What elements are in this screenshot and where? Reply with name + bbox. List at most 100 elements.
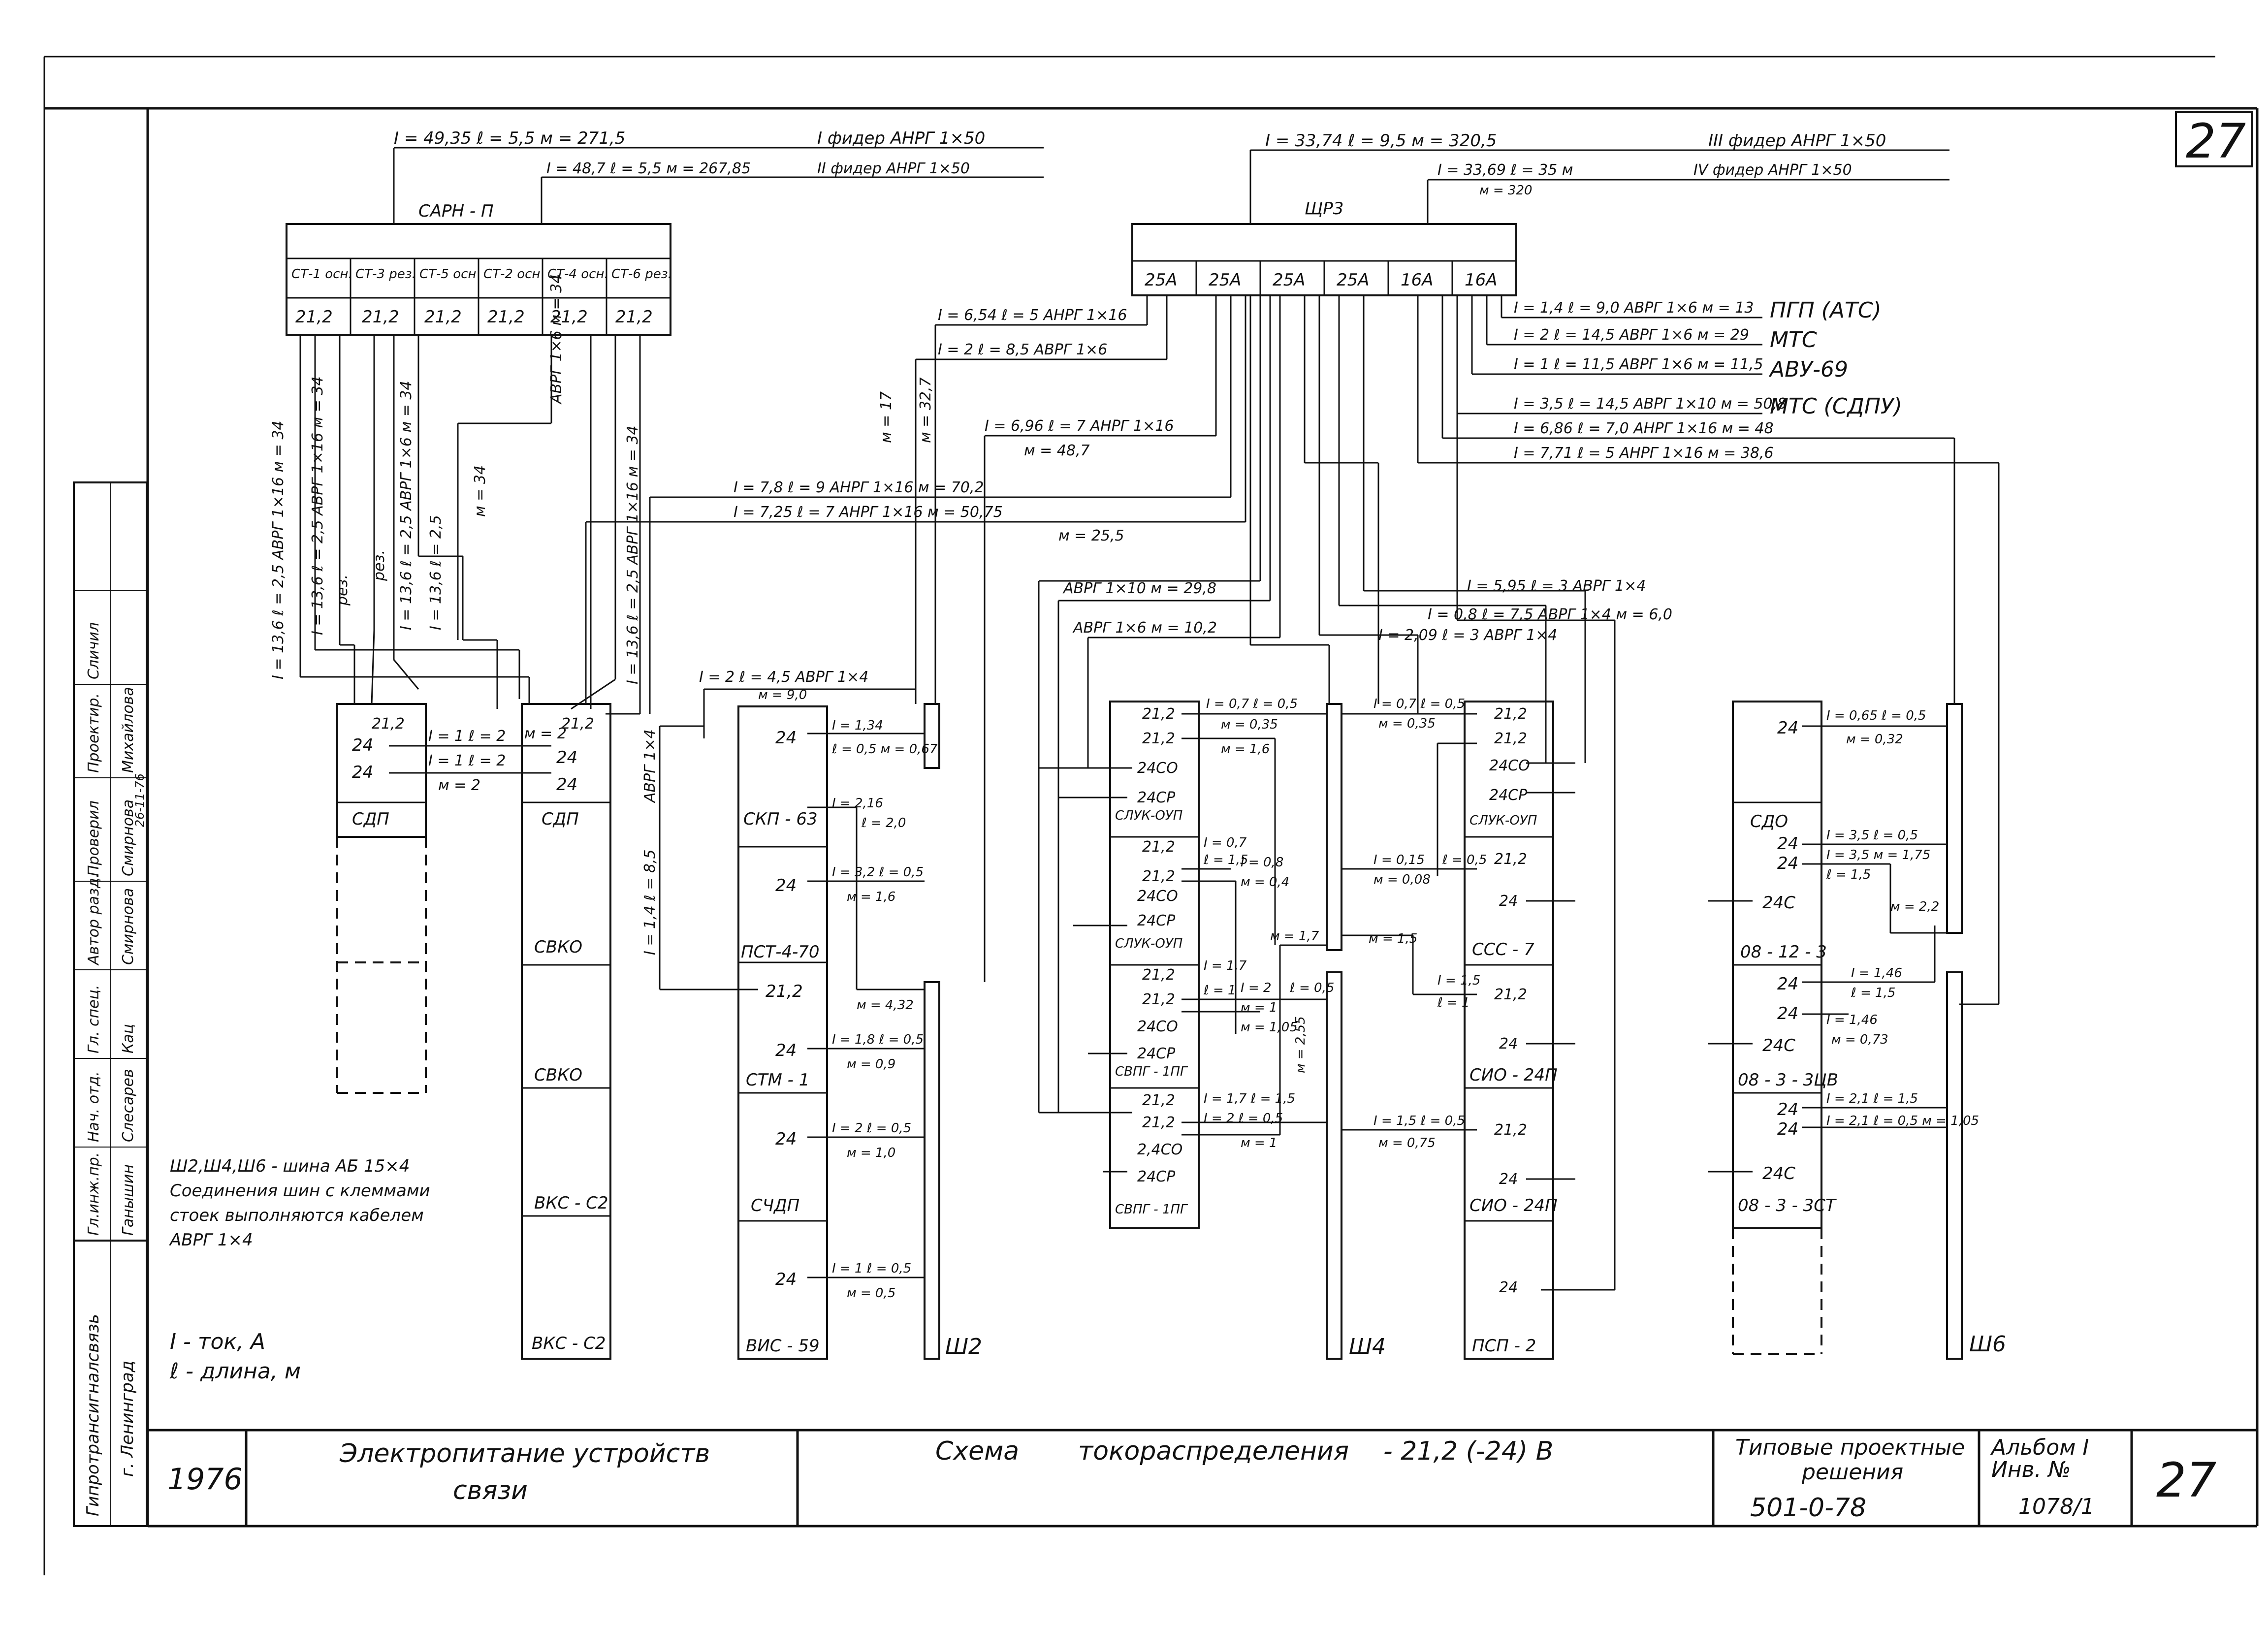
- carn-value-2: 21,2: [362, 307, 399, 327]
- c4-pin-3: 24СО: [1137, 760, 1178, 777]
- c5-label-2: м = 0,35: [1378, 716, 1436, 731]
- year: 1976: [167, 1462, 243, 1497]
- vks-c2-2: ВКС - С2: [532, 1334, 606, 1353]
- inventory-label: Инв. №: [1991, 1457, 2071, 1482]
- c6-label-12: I = 2,1 ℓ = 0,5 м = 1,05: [1826, 1114, 1979, 1128]
- role-checked: Проверил: [85, 800, 102, 876]
- bus-sh2-label: Ш2: [945, 1334, 982, 1359]
- feeder-2-name: II фидер АНРГ 1×50: [817, 160, 970, 177]
- c4-section-3: СВПГ - 1ПГ: [1115, 1064, 1188, 1079]
- legend-current: I - ток, А: [170, 1329, 265, 1354]
- role-author: Автор разд.: [85, 873, 102, 966]
- load-3-params: I = 1 ℓ = 11,5 АВРГ 1×6 м = 11,5: [1514, 356, 1763, 373]
- rack-sdp-2: [521, 703, 611, 1360]
- title-main: токораспределения: [1078, 1436, 1349, 1466]
- svko-2: СВКО: [534, 1065, 582, 1085]
- carn-cell-1: СТ-1 осн.: [291, 267, 352, 282]
- c5-label-1: I = 0,7 ℓ = 0,5: [1374, 697, 1465, 711]
- name-chief-spec: Кац: [120, 1024, 137, 1053]
- col3-feed: [703, 688, 917, 738]
- feeder-4-m: м = 320: [1479, 183, 1533, 198]
- role-compared: Сличил: [85, 622, 102, 679]
- c4-label-10: ℓ = 1: [1203, 983, 1236, 998]
- c5-label-4: м = 0,08: [1374, 872, 1431, 887]
- feeder-1-params: I = 49,35 ℓ = 5,5 м = 271,5: [394, 128, 625, 148]
- role-chief-spec: Гл. спец.: [85, 985, 102, 1053]
- carn-cable-res-2: рез.: [371, 550, 388, 581]
- c6-section-4: 08 - 3 - 3СТ: [1738, 1196, 1837, 1215]
- series-line-2: решения: [1801, 1460, 1903, 1485]
- sdp2-pin-24b: 24: [556, 775, 577, 795]
- c6-label-4: I = 3,5 м = 1,75: [1826, 848, 1930, 862]
- mid-cable-10: I = 5,95 ℓ = 3 АВРГ 1×4: [1467, 577, 1646, 595]
- c6-label-5: ℓ = 1,5: [1826, 867, 1871, 882]
- c3-label-8: I = 1,8 ℓ = 0,5: [832, 1032, 924, 1047]
- c4-pin-13: 21,2: [1142, 1092, 1175, 1109]
- carn-cable-label-6: АВРГ 1×6 м = 34: [548, 274, 565, 405]
- carn-cable-label-3: I = 13,6 ℓ = 2,5 АВРГ 1×6 м = 34: [398, 381, 415, 630]
- mid-cable-11: I = 0,8 ℓ = 7,5 АВРГ 1×4 м = 6,0: [1428, 606, 1672, 623]
- page-corner-number: 27: [2186, 114, 2246, 169]
- sdp-link-1: I = 1 ℓ = 2: [428, 728, 506, 745]
- c3-label-13: м = 0,5: [847, 1286, 895, 1301]
- feeder-2-params: I = 48,7 ℓ = 5,5 м = 267,85: [546, 160, 751, 177]
- c3-pin-21: 21,2: [766, 982, 803, 1001]
- c4-label-9: I = 1,7: [1204, 958, 1247, 973]
- c3-label-5: I = 3,2 ℓ = 0,5: [832, 865, 924, 880]
- c3-label-2: ℓ = 0,5 м = 0,67: [831, 742, 938, 757]
- c4-label-14: ℓ = 0,5: [1289, 981, 1334, 995]
- shr3-fuse-2: 25А: [1209, 270, 1242, 290]
- album: Альбом I: [1990, 1435, 2089, 1460]
- bus-note-2: Соединения шин с клеммами: [170, 1181, 430, 1201]
- feeder-3-name: III фидер АНРГ 1×50: [1708, 131, 1886, 151]
- mid-cable-8: АВРГ 1×10 м = 29,8: [1062, 580, 1216, 597]
- mid-cable-5: I = 7,8 ℓ = 9 АНРГ 1×16 м = 70,2: [734, 479, 984, 496]
- role-designer: Проектир.: [85, 693, 102, 773]
- c5-label-6: м = 1,5: [1369, 931, 1417, 946]
- c4-label-15: м = 2,55: [1293, 1016, 1308, 1073]
- mid-cable-12: I = 2,09 ℓ = 3 АВРГ 1×4: [1378, 627, 1557, 644]
- rack-column-6: [1708, 701, 1963, 1360]
- c4-label-18: м = 1: [1241, 1136, 1277, 1150]
- name-chief-engineer: Ганышин: [120, 1164, 137, 1236]
- signature-stamp: [73, 481, 148, 1527]
- c5-pin-8: 24: [1499, 1035, 1518, 1053]
- bus-note-4: АВРГ 1×4: [169, 1230, 253, 1250]
- c4-section-2: СЛУК-ОУП: [1115, 936, 1182, 951]
- page-number: 27: [2156, 1453, 2216, 1508]
- c5-pin-4: 24СР: [1489, 787, 1528, 804]
- c4-pin-6: 21,2: [1142, 868, 1175, 885]
- feeder-3-params: I = 33,74 ℓ = 9,5 м = 320,5: [1265, 131, 1497, 151]
- sdp2-name: СДП: [542, 809, 579, 829]
- c3-label-3: I = 2,16: [832, 796, 883, 811]
- shr3-fuse-5: 16А: [1401, 270, 1434, 290]
- sheet-frame: [43, 56, 2259, 1575]
- carn-cell-4: СТ-2 осн: [483, 267, 540, 282]
- c6-label-2: м = 0,32: [1846, 732, 1903, 747]
- c4-pin-9: 21,2: [1142, 966, 1175, 984]
- c3-label-10: I = 2 ℓ = 0,5: [832, 1121, 911, 1136]
- c4-label-12: м = 1: [1241, 1000, 1277, 1015]
- svko-1: СВКО: [534, 937, 582, 957]
- mid-cable-7: м = 25,5: [1058, 527, 1124, 544]
- c3-pin-24a: 24: [775, 728, 797, 748]
- c6-pin-10: 24С: [1762, 1164, 1795, 1183]
- c5-section-1: СЛУК-ОУП: [1469, 813, 1537, 828]
- c4-label-3: м = 1,6: [1221, 742, 1270, 757]
- carn-cell-3: СТ-5 осн: [419, 267, 476, 282]
- mid-cable-9: АВРГ 1×6 м = 10,2: [1072, 619, 1217, 637]
- carn-cable-label-5: I = 13,6 ℓ = 2,5 АВРГ 1×16 м = 34: [624, 425, 641, 684]
- c5-label-5: ℓ = 0,5: [1442, 853, 1487, 867]
- shr3-fuse-6: 16А: [1465, 270, 1498, 290]
- name-dept-head: Слесарев: [120, 1069, 137, 1142]
- carn-cable-avrg14: АВРГ 1×4: [641, 729, 659, 803]
- sdp1-pin-24b: 24: [352, 763, 373, 782]
- title-block: [148, 1429, 2257, 1526]
- sdp1-pin-24a: 24: [352, 735, 373, 755]
- c6-pin-9: 24: [1777, 1119, 1798, 1139]
- role-chief-engineer: Гл.инж.пр.: [85, 1152, 102, 1236]
- c6-label-6: м = 2,2: [1890, 899, 1939, 914]
- carn-value-4: 21,2: [487, 307, 525, 327]
- c3-label-1: I = 1,34: [832, 718, 883, 733]
